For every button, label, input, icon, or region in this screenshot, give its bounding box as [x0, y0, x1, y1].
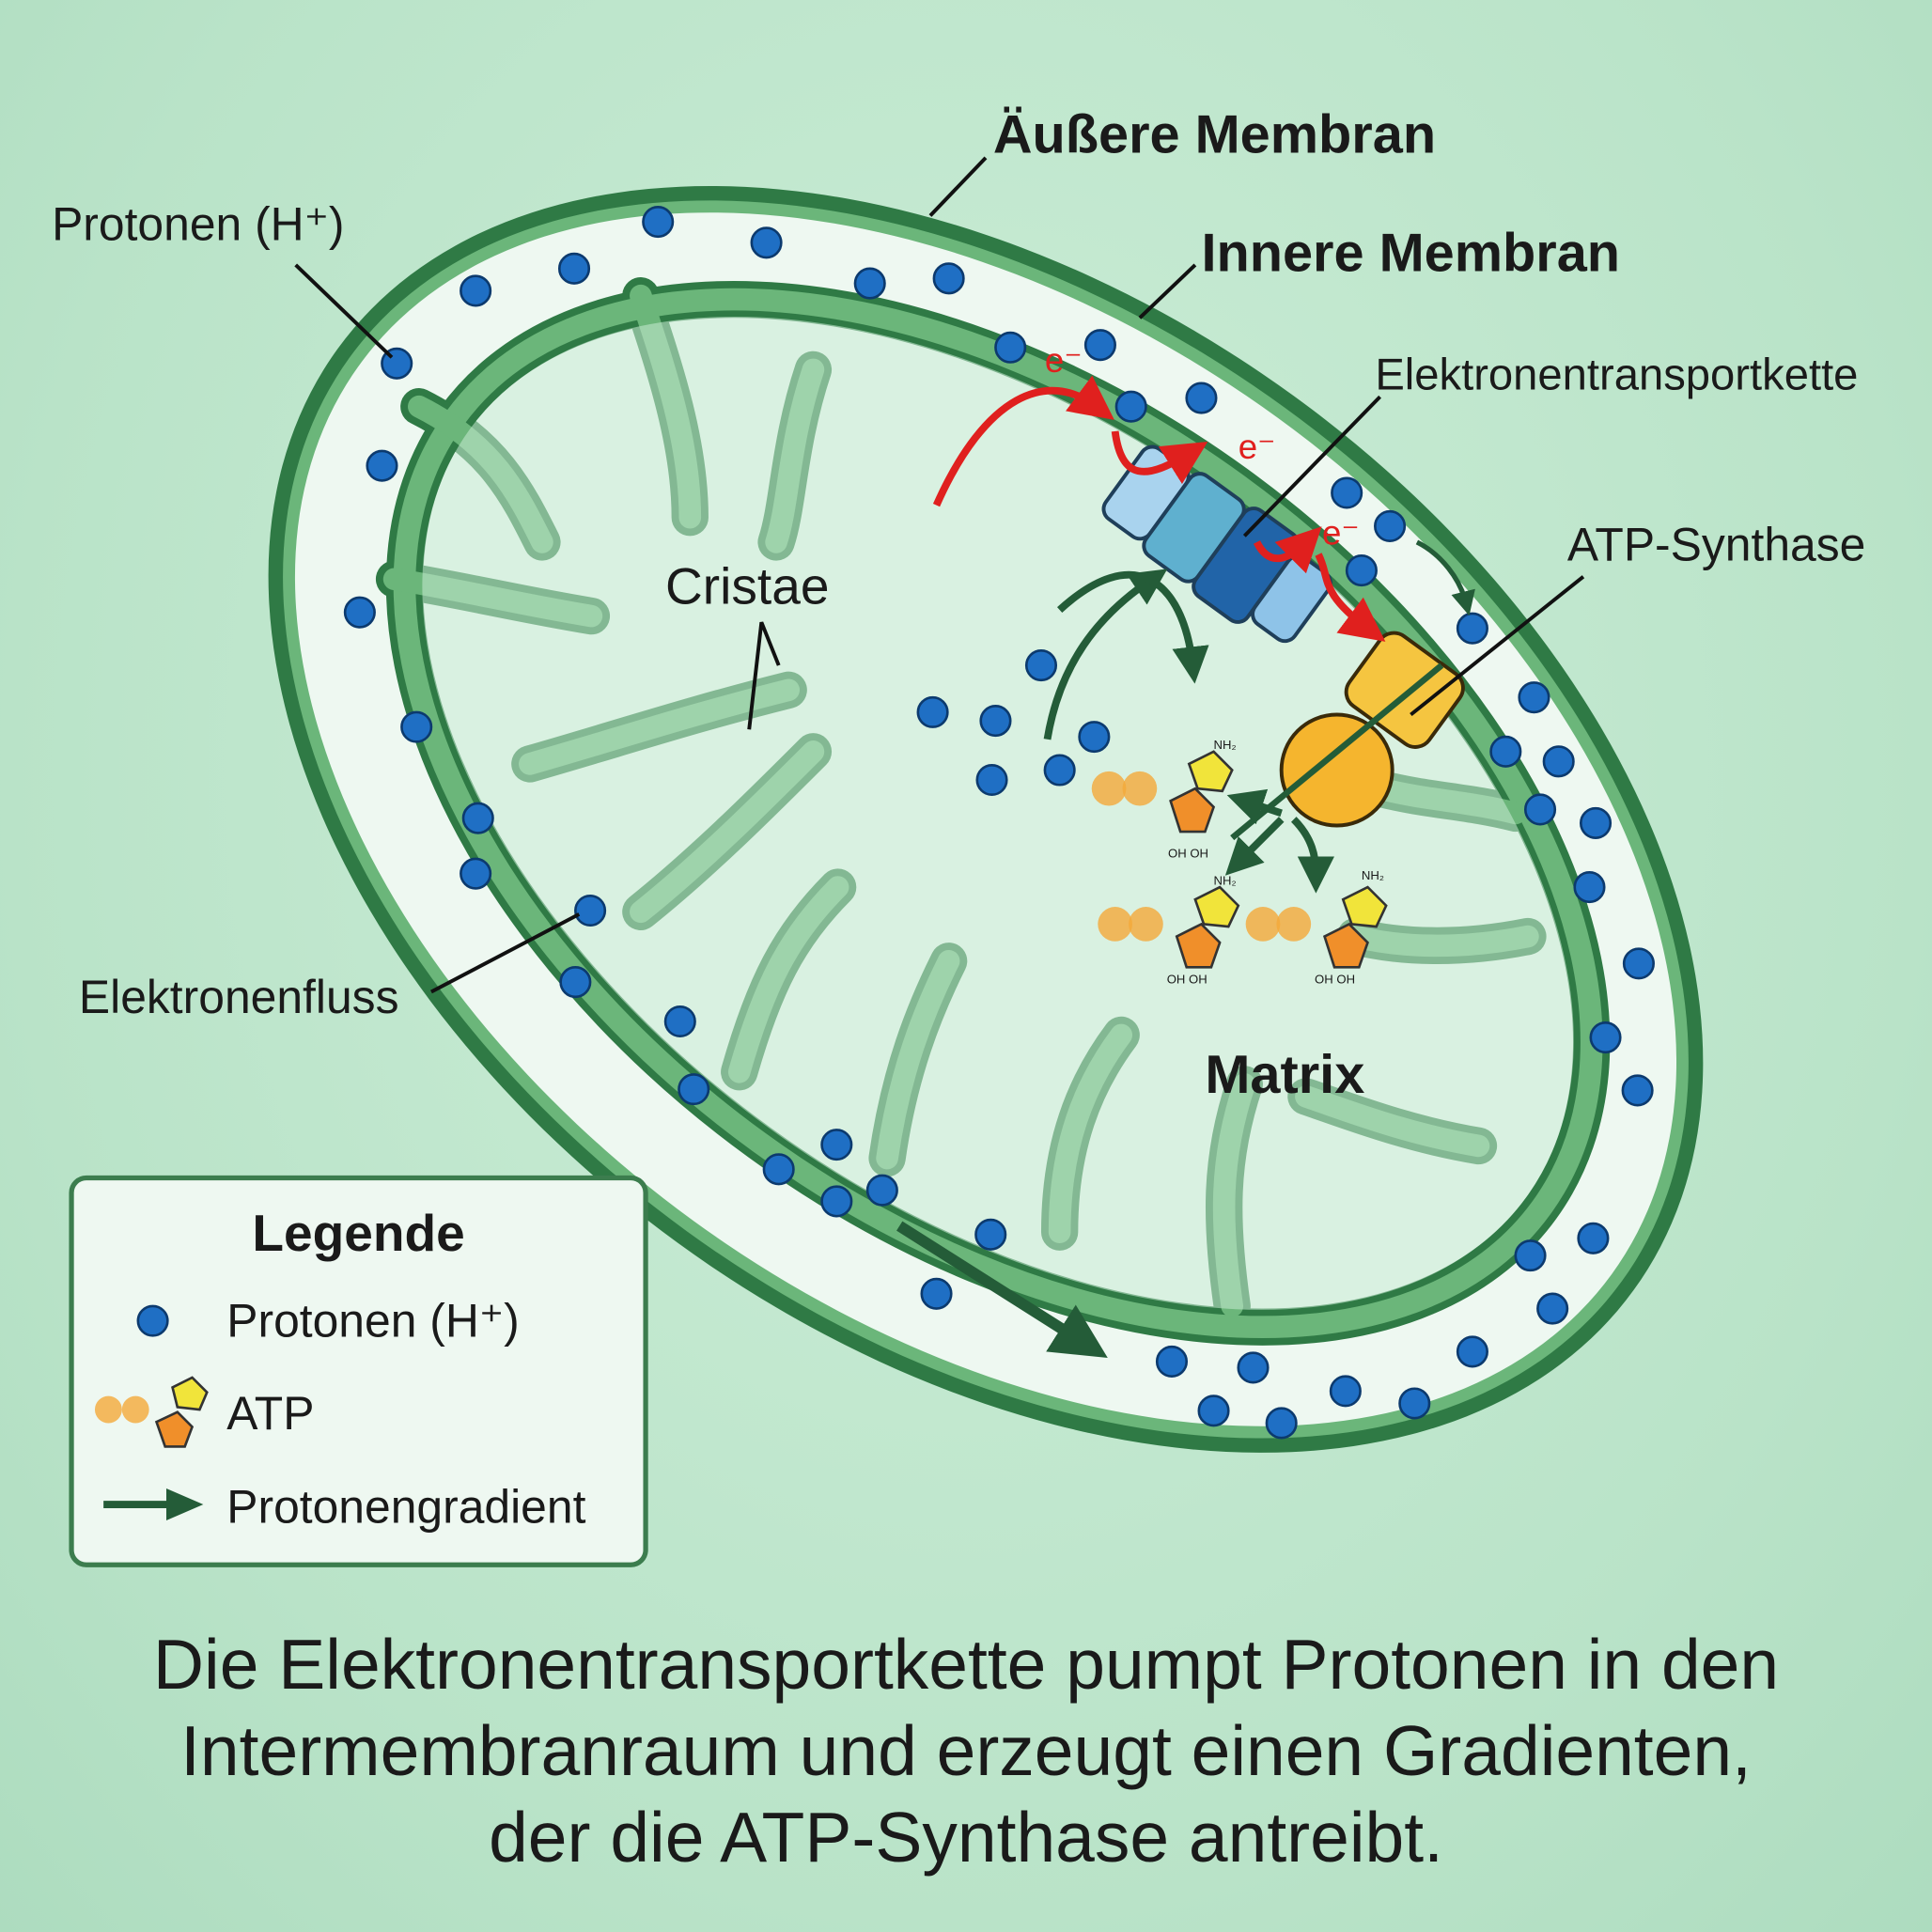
legend-title: Legende: [252, 1204, 464, 1262]
proton-dot: [1043, 754, 1076, 787]
proton-dot: [1514, 1239, 1547, 1272]
proton-dot: [1197, 1394, 1230, 1427]
proton-dot: [979, 705, 1012, 738]
nh2-label: NH₂: [1214, 738, 1237, 752]
legend-label: ATP: [226, 1387, 314, 1440]
matrix-label: Matrix: [1205, 1045, 1364, 1105]
proton-dot: [762, 1153, 795, 1186]
atp-molecule: NH₂ OH OH: [1091, 738, 1237, 861]
etc-label: Elektronentransportkette: [1375, 350, 1858, 399]
proton-gradient-arrows: [896, 539, 1475, 1359]
proton-dot: [1577, 1222, 1610, 1254]
proton-dot: [1542, 745, 1575, 778]
caption-line: Die Elektronentransportkette pumpt Proto…: [152, 1625, 1780, 1704]
proton-dot: [1489, 735, 1522, 768]
electron-label: e⁻: [1045, 341, 1083, 380]
leader-lines: [294, 156, 1585, 994]
cristae-label: Cristae: [665, 557, 829, 615]
atp-molecule: NH₂ OH OH: [1098, 873, 1240, 986]
proton-dot: [920, 1277, 953, 1310]
proton-dot: [1155, 1345, 1189, 1378]
proton-dot: [1374, 509, 1407, 542]
proton-dot: [574, 894, 607, 927]
proton-dot: [974, 1218, 1007, 1251]
proton-dot: [975, 763, 1008, 797]
protons-label: Protonen (H⁺): [52, 198, 344, 251]
proton-dot: [1078, 721, 1111, 754]
oh-label: OH OH: [1168, 847, 1208, 861]
proton-dot: [400, 710, 433, 743]
caption-line: der die ATP-Synthase antreibt.: [489, 1798, 1443, 1877]
proton-dot: [750, 226, 783, 259]
proton-dot: [1622, 947, 1655, 980]
nh2-label: NH₂: [1362, 868, 1384, 882]
proton-dot: [1185, 382, 1218, 414]
proton-dot: [461, 802, 494, 834]
proton-dot: [1331, 476, 1363, 509]
proton-dot: [820, 1129, 853, 1161]
proton-dot: [343, 596, 376, 629]
electron-label: e⁻: [1322, 514, 1360, 553]
atp-molecule: NH₂ OH OH: [1245, 868, 1388, 986]
proton-dot: [1114, 390, 1147, 423]
proton-dot: [1398, 1387, 1431, 1420]
legend-label: Protonen (H⁺): [226, 1295, 519, 1348]
proton-dot: [663, 1005, 696, 1038]
proton-dot: [678, 1073, 710, 1106]
inner-membrane-label: Innere Membran: [1201, 223, 1620, 283]
proton-dot: [559, 966, 592, 999]
proton-dot: [820, 1185, 853, 1218]
proton-dot: [642, 205, 675, 239]
proton-dot: [1237, 1351, 1270, 1384]
nh2-label: NH₂: [1214, 873, 1237, 887]
proton-dot: [460, 274, 492, 307]
proton-dot: [460, 857, 492, 890]
proton-dot: [1523, 793, 1557, 826]
proton-dot: [1621, 1074, 1654, 1107]
legend-label: Protonengradient: [226, 1481, 585, 1534]
atp-synthase-label: ATP-Synthase: [1567, 519, 1865, 571]
proton-dot: [1265, 1407, 1298, 1440]
caption-line: Intermembranraum und erzeugt einen Gradi…: [180, 1711, 1752, 1790]
gradient-arrow-icon: [103, 1488, 204, 1521]
electron-flow-label: Elektronenfluss: [79, 971, 399, 1023]
proton-dot: [865, 1174, 898, 1207]
atp-molecule-icon: [94, 1376, 209, 1448]
proton-dot: [1329, 1375, 1362, 1408]
proton-dot: [1536, 1292, 1569, 1325]
proton-dot: [1518, 681, 1550, 714]
oh-label: OH OH: [1167, 972, 1208, 986]
proton-dot: [1345, 554, 1378, 587]
proton-dot: [1579, 806, 1613, 839]
proton-dot: [557, 252, 591, 285]
proton-dot: [1456, 612, 1488, 645]
caption: Die Elektronentransportkette pumpt Proto…: [0, 1621, 1932, 1880]
proton-dot: [1589, 1021, 1622, 1054]
proton-dot: [994, 331, 1027, 364]
oh-label: OH OH: [1315, 972, 1355, 986]
electron-label: e⁻: [1239, 428, 1276, 466]
atp-synthase: [1230, 631, 1465, 841]
proton-dot: [1083, 329, 1116, 362]
outer-membrane-label: Äußere Membran: [993, 105, 1436, 165]
electron-flow-arrows: [932, 375, 1386, 642]
proton-dot: [1024, 649, 1058, 682]
proton-dot: [1573, 871, 1606, 904]
proton-dot: [366, 449, 398, 482]
proton-dot-icon: [136, 1304, 169, 1337]
legend: Legende Protonen (H⁺) ATP Protonengradie…: [69, 1175, 648, 1567]
proton-dot: [916, 695, 949, 728]
proton-dot: [932, 262, 965, 295]
proton-group: [343, 205, 1655, 1440]
proton-dot: [853, 267, 886, 300]
proton-dot: [1456, 1335, 1488, 1368]
